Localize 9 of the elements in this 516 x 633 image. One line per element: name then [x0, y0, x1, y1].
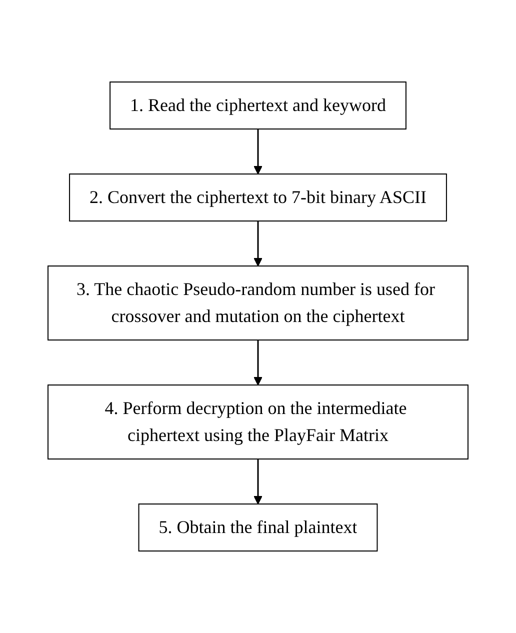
node-box: 3. The chaotic Pseudo-random number is used for crossover and mutation on the ciphertext [48, 266, 468, 340]
arrow [254, 340, 262, 386]
arrow [254, 129, 262, 174]
node-box: 1. Read the ciphertext and keyword [110, 82, 406, 130]
node-box: 2. Convert the ciphertext to 7-bit binary ASCII [69, 174, 447, 222]
arrow [254, 459, 262, 504]
node-box: 5. Obtain the final plaintext [138, 504, 378, 552]
arrow [254, 221, 262, 266]
node-box: 4. Perform decryption on the intermediate ciphertext using the PlayFair Matrix [48, 384, 468, 460]
